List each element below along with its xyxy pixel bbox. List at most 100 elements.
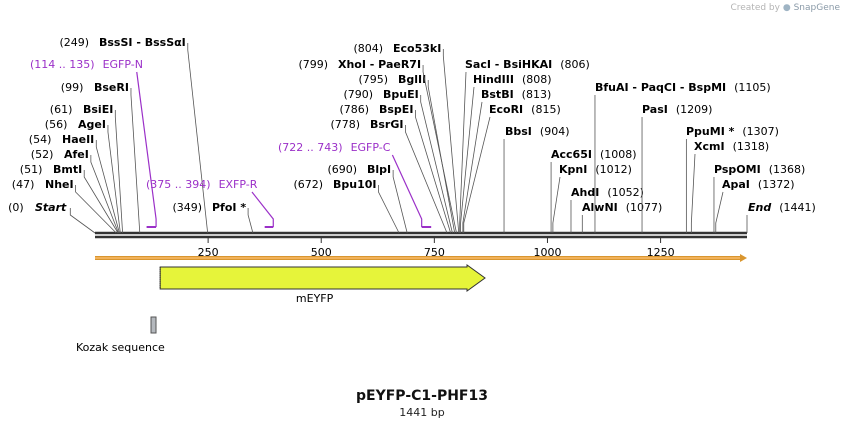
enzyme-label-start: Start	[35, 201, 67, 214]
enzyme-leader-apai	[715, 191, 724, 233]
enzyme-position-xhoi-paer7i: (799)	[299, 58, 329, 71]
enzyme-position-bpuei: (790)	[344, 88, 374, 101]
enzyme-leader-xcmi	[690, 153, 696, 233]
enzyme-position-pasi: (1209)	[676, 103, 713, 116]
primer-leader-egfp-c	[391, 154, 423, 227]
enzyme-position-bfuai-paqci-bspmi: (1105)	[734, 81, 771, 94]
enzyme-position-ppumi: (1307)	[742, 125, 779, 138]
enzyme-label-alwni: AlwNI	[582, 201, 618, 214]
enzyme-position-eco53ki: (804)	[354, 42, 384, 55]
enzyme-label-blpi: BlpI	[367, 163, 391, 176]
enzyme-leader-nhei	[75, 185, 117, 234]
enzyme-leader-bseri	[130, 88, 141, 234]
enzyme-leader-pfoi	[247, 208, 254, 234]
axis-tick-label: 1250	[647, 246, 675, 259]
enzyme-position-afei: (52)	[31, 148, 54, 161]
enzyme-label-xhoi-paer7i: XhoI - PaeR7I	[338, 58, 421, 71]
enzyme-leader-bstbi	[462, 101, 483, 233]
enzyme-leader-bglii	[427, 80, 456, 234]
enzyme-label-saci-bsihkai: SacI - BsiHKAI	[465, 58, 552, 71]
enzyme-position-ecori: (815)	[531, 103, 561, 116]
enzyme-leader-blpi	[392, 170, 408, 234]
enzyme-position-bglii: (795)	[359, 73, 389, 86]
enzyme-label-bsrgi: BsrGI	[370, 118, 403, 131]
primer-range-egfp-n: (114 .. 135)	[30, 58, 95, 71]
primer-leader-egfp-n	[136, 71, 157, 227]
enzyme-label-pfoi: PfoI *	[212, 201, 246, 214]
enzyme-leader-afei	[90, 155, 119, 234]
enzyme-position-end: (1441)	[779, 201, 816, 214]
primer-label-egfp-n: EGFP-N	[103, 58, 143, 71]
enzyme-label-bglii: BglII	[398, 73, 426, 86]
plasmid-name: pEYFP-C1-PHF13	[356, 388, 488, 404]
enzyme-leader-bsiei	[114, 110, 123, 234]
enzyme-label-bpuei: BpuEI	[383, 88, 419, 101]
enzyme-position-blpi: (690)	[328, 163, 358, 176]
enzyme-label-end: End	[748, 201, 771, 214]
feature-meyfp-arrow	[159, 264, 486, 292]
enzyme-position-pfoi: (349)	[173, 201, 203, 214]
enzyme-position-nhei: (47)	[12, 178, 35, 191]
primer-range-exfp-r: (375 .. 394)	[146, 178, 211, 191]
enzyme-position-bmti: (51)	[20, 163, 43, 176]
enzyme-label-nhei: NheI	[45, 178, 74, 191]
enzyme-position-alwni: (1077)	[626, 201, 663, 214]
snapgene-logo-icon: ●	[782, 3, 791, 13]
enzyme-label-acc65i: Acc65I	[551, 148, 592, 161]
enzyme-label-bmti: BmtI	[53, 163, 82, 176]
feature-kozak-sequence-box	[150, 316, 157, 334]
axis-tick-label: 1000	[533, 246, 561, 259]
enzyme-position-ahdi: (1052)	[607, 186, 644, 199]
enzyme-label-bpu10i: Bpu10I	[333, 178, 377, 191]
enzyme-position-kpni: (1012)	[595, 163, 632, 176]
enzyme-position-start: (0)	[8, 201, 24, 214]
enzyme-position-bseri: (99)	[61, 81, 84, 94]
enzyme-label-bstbi: BstBI	[481, 88, 514, 101]
enzyme-position-hindiii: (808)	[522, 73, 552, 86]
enzyme-label-bbsi: BbsI	[505, 125, 532, 138]
enzyme-leader-ecori	[463, 116, 491, 233]
enzyme-label-bspei: BspEI	[379, 103, 413, 116]
enzyme-leader-hindiii	[460, 86, 475, 233]
enzyme-label-bsiei: BsiEI	[83, 103, 113, 116]
enzyme-position-bbsi: (904)	[540, 125, 570, 138]
enzyme-leader-xhoi-paer7i	[422, 65, 457, 234]
enzyme-position-haeii: (54)	[29, 133, 52, 146]
enzyme-position-acc65i: (1008)	[600, 148, 637, 161]
enzyme-label-pspomi: PspOMI	[714, 163, 761, 176]
enzyme-position-bsssi-bsss-i: (249)	[60, 36, 90, 49]
enzyme-leader-kpni	[552, 176, 561, 233]
enzyme-leader-bmti	[83, 170, 119, 234]
enzyme-label-bsssi-bsss-i: BssSI - BssSαI	[99, 36, 186, 49]
enzyme-label-apai: ApaI	[722, 178, 750, 191]
enzyme-label-kpni: KpnI	[559, 163, 587, 176]
enzyme-label-agei: AgeI	[78, 118, 106, 131]
enzyme-position-bspei: (786)	[340, 103, 370, 116]
primer-range-egfp-c: (722 .. 743)	[278, 141, 343, 154]
enzyme-label-xcmi: XcmI	[694, 140, 725, 153]
enzyme-leader-start	[69, 208, 96, 234]
primer-label-exfp-r: EXFP-R	[219, 178, 258, 191]
enzyme-label-afei: AfeI	[64, 148, 89, 161]
plasmid-length: 1441 bp	[399, 406, 445, 419]
feature-label-kozak-sequence: Kozak sequence	[76, 341, 165, 354]
axis-tick-label: 750	[424, 246, 445, 259]
snapgene-credit: Created by ● SnapGene	[730, 3, 840, 13]
enzyme-leader-bsrgi	[405, 125, 448, 234]
enzyme-position-bsiei: (61)	[50, 103, 73, 116]
credit-prefix: Created by	[730, 3, 780, 13]
enzyme-position-bstbi: (813)	[522, 88, 552, 101]
enzyme-position-agei: (56)	[45, 118, 68, 131]
enzyme-position-xcmi: (1318)	[733, 140, 770, 153]
enzyme-label-haeii: HaeII	[62, 133, 94, 146]
enzyme-leader-bpu10i	[378, 185, 400, 234]
credit-brand: SnapGene	[793, 3, 840, 13]
enzyme-label-eco53ki: Eco53kI	[393, 42, 441, 55]
enzyme-leader-haeii	[95, 140, 120, 234]
enzyme-label-ahdi: AhdI	[571, 186, 599, 199]
primer-leader-exfp-r	[251, 191, 274, 227]
enzyme-position-pspomi: (1368)	[769, 163, 806, 176]
axis-tick-label: 250	[198, 246, 219, 259]
enzyme-leader-bspei	[415, 110, 452, 234]
